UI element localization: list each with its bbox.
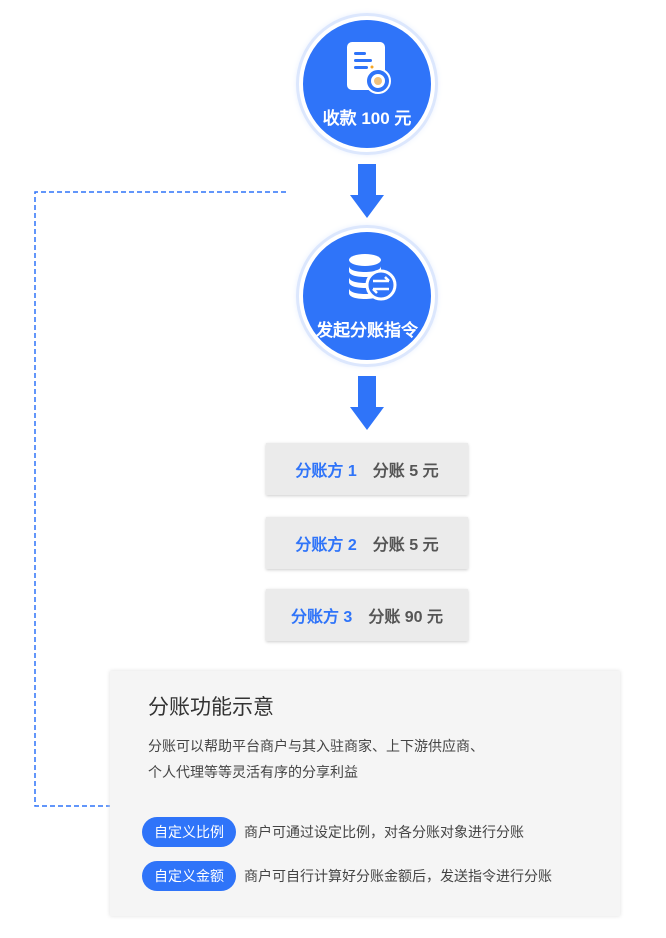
step-receive-label: 收款 100 元 <box>322 109 412 128</box>
feature-tag: 自定义比例 <box>142 817 236 847</box>
info-card: 分账功能示意 分账可以帮助平台商户与其入驻商家、上下游供应商、 个人代理等等灵活… <box>110 671 620 916</box>
step-receive-payment: 收款 100 元 <box>299 16 435 152</box>
desc-line-1: 分账可以帮助平台商户与其入驻商家、上下游供应商、 <box>148 738 484 754</box>
step-split-instruction: 发起分账指令 <box>299 228 435 364</box>
recipient-party: 分账方 3 <box>290 609 353 626</box>
recipient-amount: 分账 90 元 <box>368 609 444 626</box>
recipient-party: 分账方 2 <box>295 537 357 554</box>
arrow-down-icon <box>350 376 384 430</box>
feature-custom-ratio: 自定义比例商户可通过设定比例，对各分账对象进行分账 <box>142 817 524 847</box>
database-transfer-icon <box>349 254 397 301</box>
info-description: 分账可以帮助平台商户与其入驻商家、上下游供应商、 个人代理等等灵活有序的分享利益 <box>148 733 484 785</box>
recipient-box-3: 分账方 3 分账 90 元 <box>266 589 468 641</box>
recipient-amount: 分账 5 元 <box>372 537 439 554</box>
recipient-box-1: 分账方 1 分账 5 元 <box>266 443 468 495</box>
info-title: 分账功能示意 <box>148 696 274 719</box>
recipient-party: 分账方 1 <box>295 463 357 480</box>
recipient-amount: 分账 5 元 <box>372 463 439 480</box>
feature-custom-amount: 自定义金额商户可自行计算好分账金额后，发送指令进行分账 <box>142 861 552 891</box>
receipt-coin-icon <box>347 42 391 94</box>
recipient-box-2: 分账方 2 分账 5 元 <box>266 517 468 569</box>
step-split-label: 发起分账指令 <box>316 321 418 340</box>
feature-tag: 自定义金额 <box>142 861 236 891</box>
feature-text: 商户可自行计算好分账金额后，发送指令进行分账 <box>244 868 552 884</box>
feature-text: 商户可通过设定比例，对各分账对象进行分账 <box>244 824 524 840</box>
desc-line-2: 个人代理等等灵活有序的分享利益 <box>148 764 358 780</box>
arrow-down-icon <box>350 164 384 218</box>
